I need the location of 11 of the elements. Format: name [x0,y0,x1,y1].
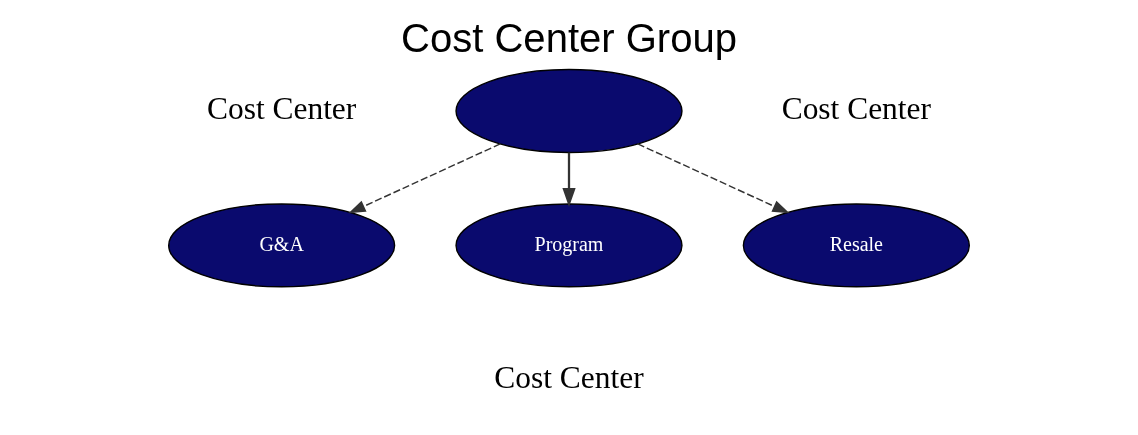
label: Cost Center [781,91,932,126]
node-ellipse [455,68,683,154]
arrow [637,143,790,214]
label: Cost Center [494,359,644,395]
arrow [562,152,576,208]
diagram-title: Cost Center Group [401,15,737,60]
node-ellipse: Program [455,203,683,288]
node-ellipse: G&A [168,203,396,288]
arrow [348,143,501,214]
label: Cost Center [206,91,357,126]
node-ellipse: Resale [742,203,970,288]
